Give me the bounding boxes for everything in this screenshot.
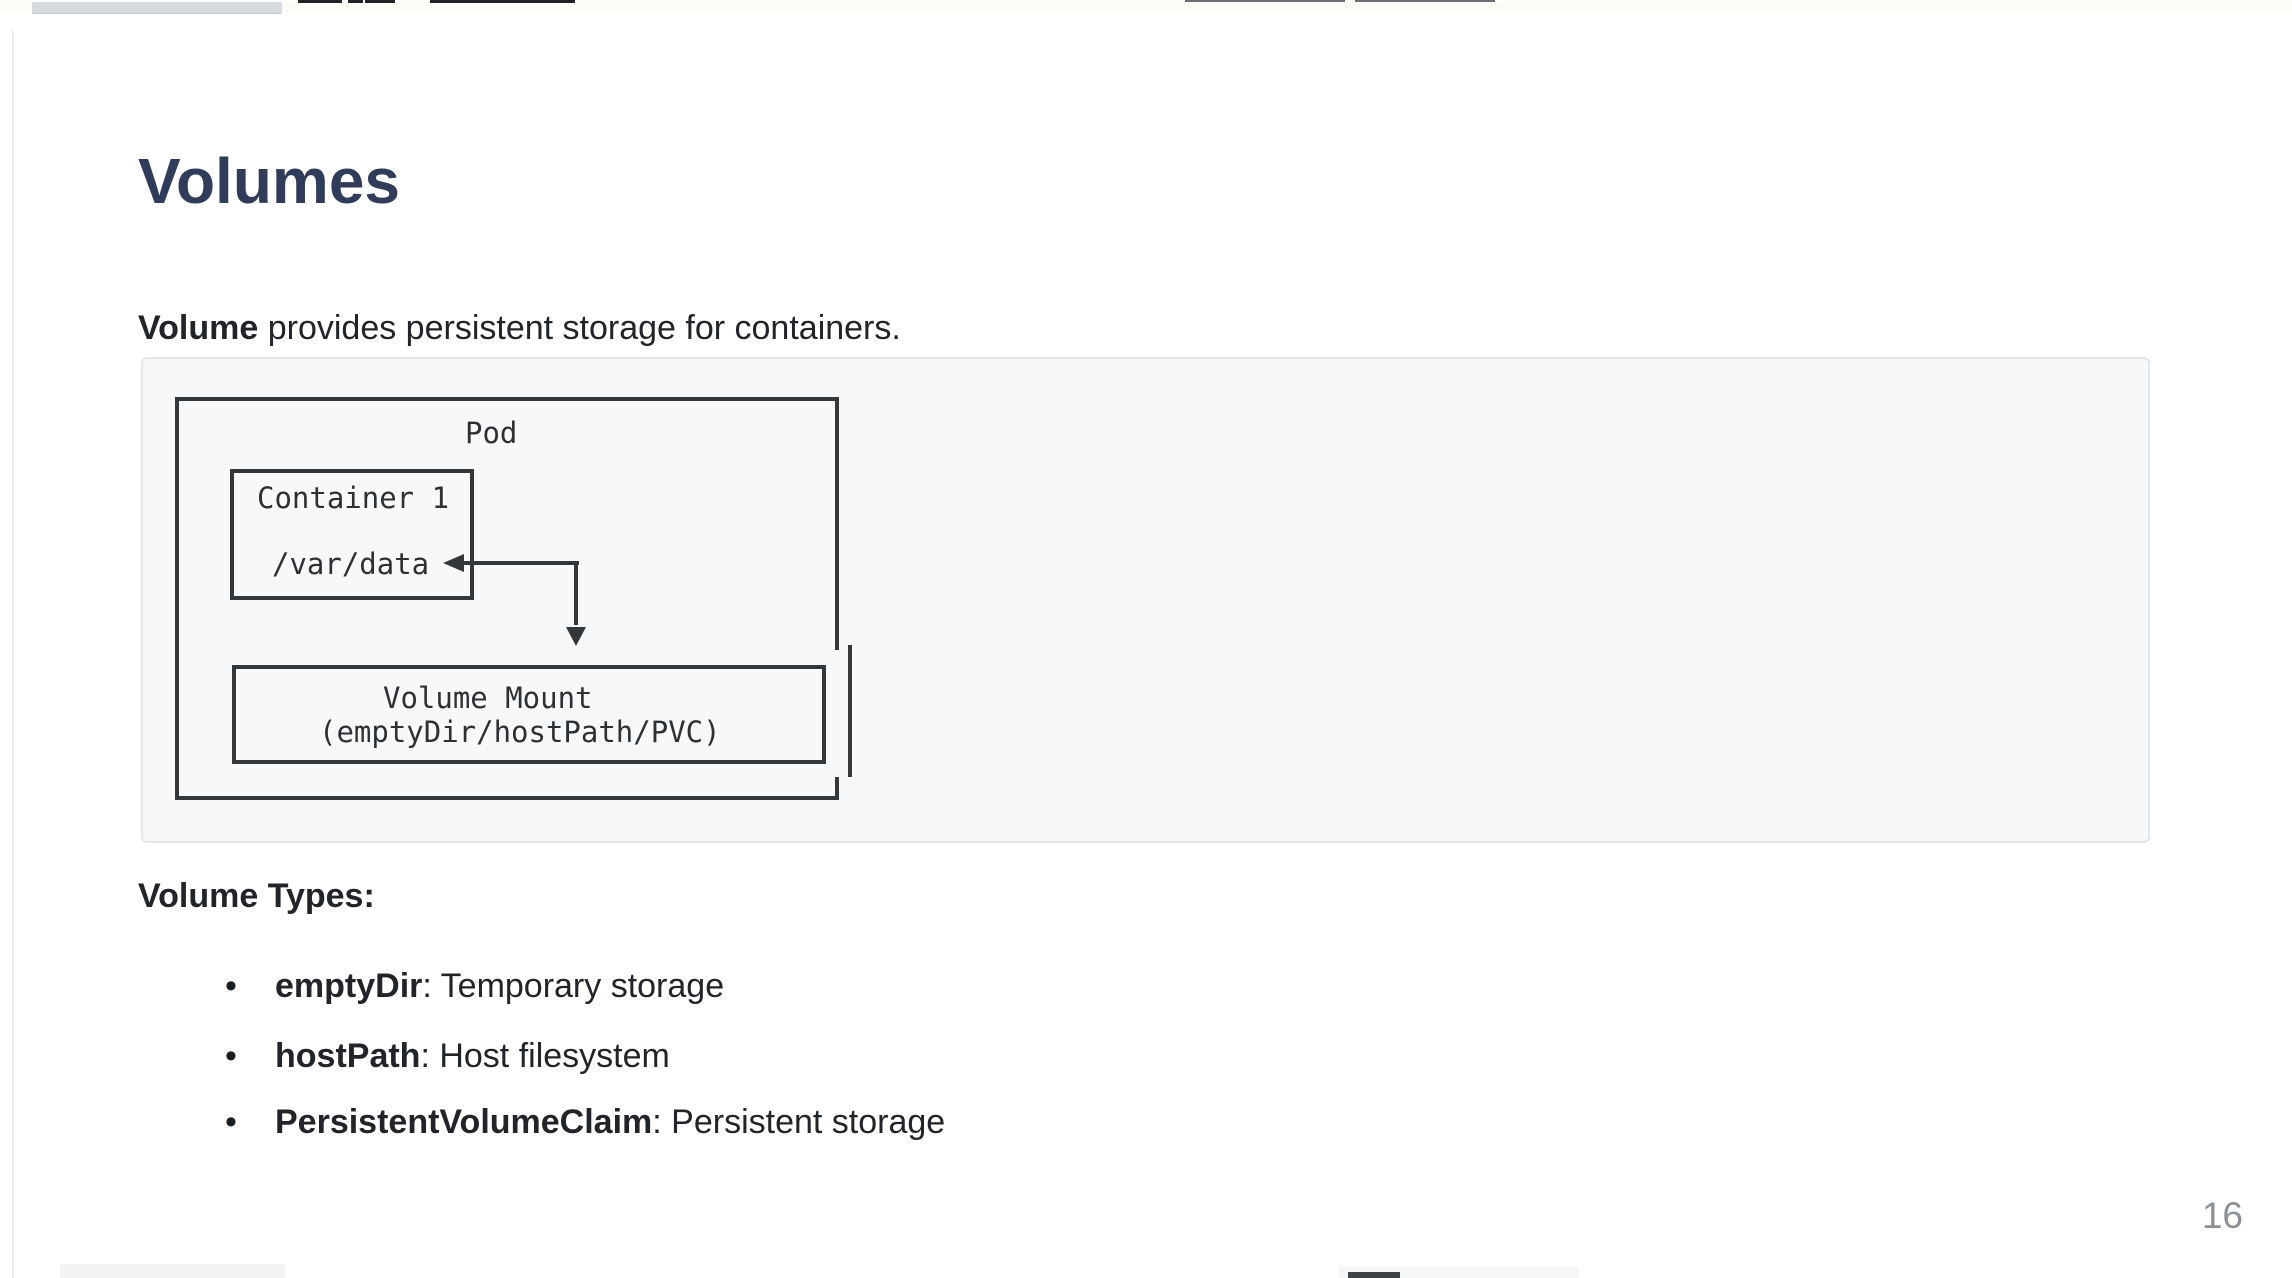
volume-types-heading: Volume Types: (138, 877, 375, 915)
pod-border-gap (833, 650, 841, 777)
list-item-description: : Host filesystem (420, 1037, 670, 1075)
top-edge-dark-fragment (430, 0, 575, 3)
list-item-term: PersistentVolumeClaim (275, 1103, 653, 1141)
list-item-text: hostPath: Host filesystem (275, 1034, 670, 1078)
pod-label: Pod (465, 416, 518, 450)
diagram-panel: Pod Container 1 /var/data Volume Mount (… (141, 357, 2150, 843)
container-box (230, 469, 474, 600)
list-item-term: hostPath (275, 1037, 421, 1075)
list-item-text: PersistentVolumeClaim: Persistent storag… (275, 1100, 945, 1144)
top-edge-chrome-fragment (32, 2, 282, 14)
bullet-icon: • (225, 1037, 237, 1075)
list-item-text: emptyDir: Temporary storage (275, 964, 724, 1008)
top-edge-dark-fragment (348, 0, 363, 3)
intro-paragraph: Volume provides persistent storage for c… (138, 306, 901, 350)
page-title: Volumes (138, 145, 400, 217)
top-edge-dark-fragment (1185, 0, 1345, 2)
top-edge-dark-fragment (1355, 0, 1495, 2)
bottom-edge-fragment (60, 1264, 285, 1278)
bullet-icon: • (225, 967, 237, 1005)
list-item-description: : Persistent storage (652, 1103, 946, 1141)
page-number: 16 (2201, 1195, 2243, 1236)
list-item-term: emptyDir (275, 967, 423, 1005)
intro-text: provides persistent storage for containe… (258, 309, 901, 347)
top-edge-dark-fragment (365, 0, 395, 3)
container-label: Container 1 (257, 481, 450, 515)
mount-path-label: /var/data (272, 547, 430, 581)
list-item-emptydir: • emptyDir: Temporary storage (225, 964, 724, 1008)
pod-box (175, 397, 839, 800)
volume-mount-types-label: (emptyDir/hostPath/PVC) (319, 715, 721, 749)
intro-bold-term: Volume (138, 309, 259, 347)
bullet-icon: • (225, 1103, 237, 1141)
list-item-description: : Temporary storage (422, 967, 725, 1005)
volume-mount-box (232, 665, 826, 764)
left-edge-line (12, 30, 14, 1278)
connector-line-horizontal (457, 561, 579, 565)
down-arrowhead-icon (566, 627, 586, 646)
pod-side-bracket-line (848, 645, 852, 777)
list-item-pvc: • PersistentVolumeClaim: Persistent stor… (225, 1100, 945, 1144)
connector-line-vertical (574, 563, 578, 625)
top-edge-dark-fragment (298, 0, 342, 3)
left-arrowhead-icon (443, 554, 464, 572)
bottom-edge-dark-fragment (1348, 1272, 1400, 1278)
volume-mount-label: Volume Mount (383, 681, 593, 715)
top-edge-tint (0, 2, 2292, 12)
list-item-hostpath: • hostPath: Host filesystem (225, 1034, 670, 1078)
